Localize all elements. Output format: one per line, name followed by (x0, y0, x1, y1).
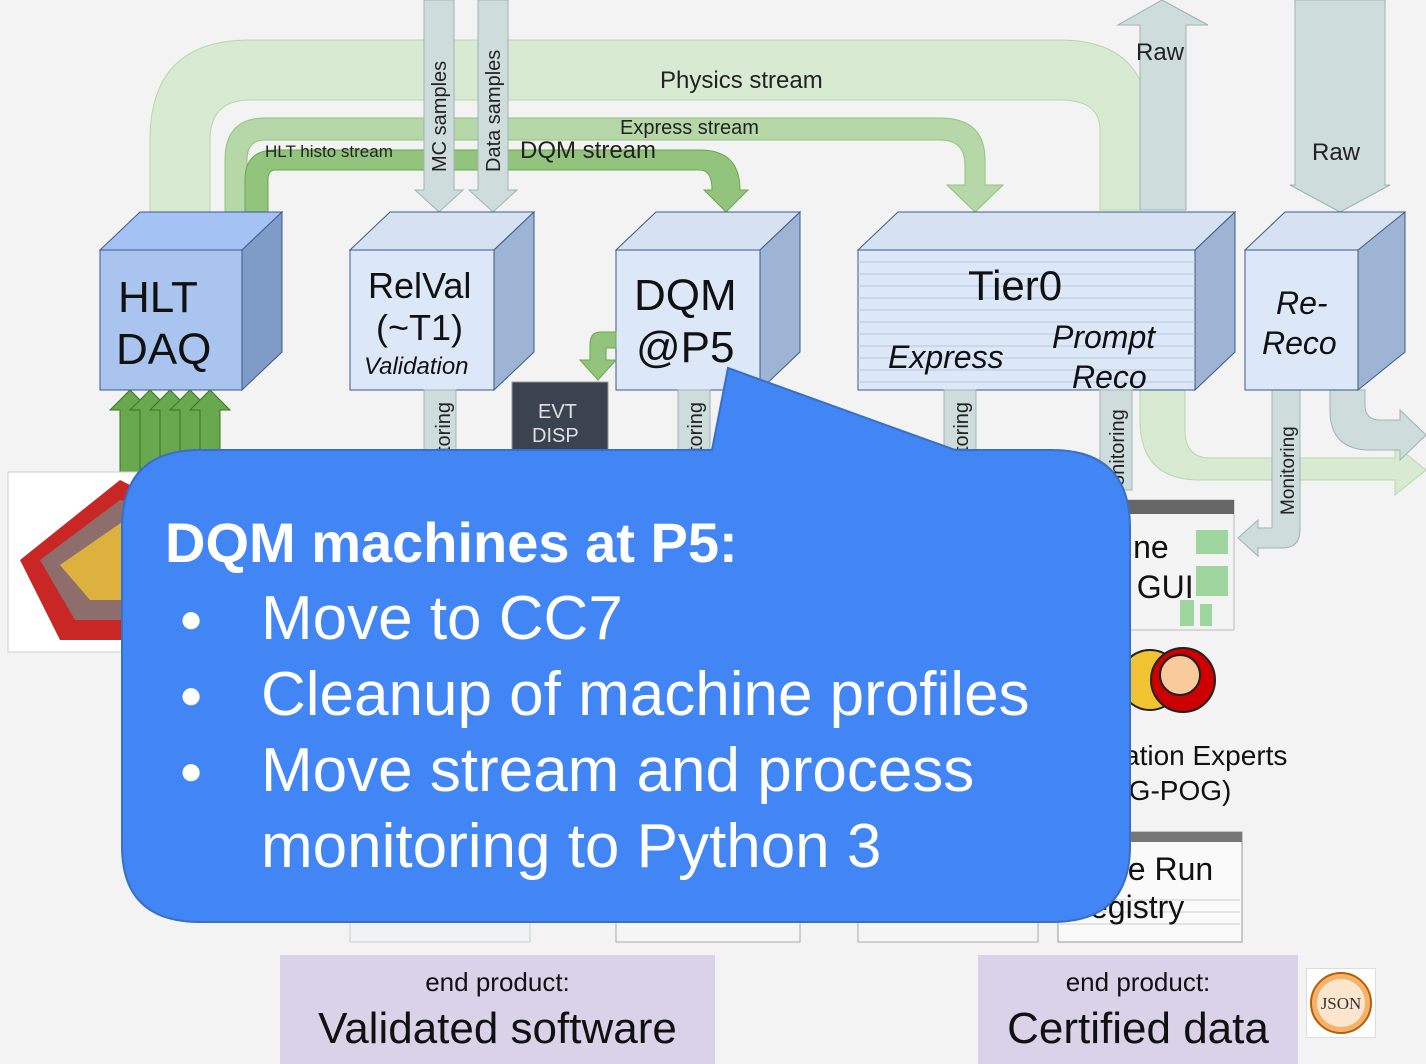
callout-bullet-text: Move to CC7 (261, 584, 623, 653)
relval-box: RelVal (~T1) Validation (348, 210, 536, 392)
callout-bubble (121, 366, 1131, 923)
tier0-title: Tier0 (968, 262, 1062, 309)
callout-bullet: ● Cleanup of machine profiles (165, 657, 1125, 733)
rereco-box: Re- Reco (1243, 210, 1407, 392)
dqm-p5-box: DQM @P5 (614, 210, 802, 392)
json-logo: JSON (1306, 968, 1376, 1038)
daq-label: DAQ (116, 325, 211, 374)
callout-bullet-text: Cleanup of machine profiles (261, 660, 1030, 729)
relval-monitoring-label: toring (433, 402, 455, 452)
callout-title: DQM machines at P5: (165, 511, 738, 574)
callout-list: ● Move to CC7 ● Cleanup of machine profile… (165, 581, 1125, 885)
end-product-value: Certified data (1007, 1004, 1269, 1053)
json-logo-text: JSON (1321, 994, 1362, 1013)
raw-up-label: Raw (1136, 39, 1185, 66)
p5-label: @P5 (636, 323, 734, 372)
bullet-dot: ● (179, 597, 204, 641)
tier0-reco-label: Reco (1072, 359, 1147, 395)
tier0-prompt-label: Prompt (1052, 319, 1156, 355)
dqm-stream-label: DQM stream (520, 137, 656, 164)
dqm-monitoring-arrow (677, 389, 711, 461)
raw-down-label: Raw (1312, 139, 1361, 166)
callout-bullet-text: Move stream and process (261, 736, 975, 805)
end-product-data: end product: Certified data (978, 955, 1298, 1064)
raw-down-arrow (1289, 0, 1391, 213)
callout-bullet-text: monitoring to Python 3 (261, 812, 882, 881)
rereco-line1: Re- (1276, 285, 1328, 321)
disp-label: DISP (532, 425, 579, 447)
end-product-software: end product: Validated software (280, 955, 715, 1064)
express-stream-band (224, 117, 1005, 216)
hlt-label: HLT (118, 273, 198, 322)
relval-label: RelVal (368, 265, 471, 306)
data-samples-label: Data samples (483, 50, 505, 172)
dqm-to-evtdisp-arrow (578, 331, 618, 381)
callout-bullet: ● Move to CC7 (165, 581, 1125, 657)
event-display-image: EVT DISP (511, 381, 609, 453)
tier0-express-monitoring-label: toring (951, 402, 973, 452)
tier0-prompt-monitoring-label: onitoring (1107, 409, 1129, 486)
tier0-table-image (857, 919, 1039, 943)
tier0-out-band (1139, 389, 1426, 497)
end-product-label: end product: (425, 967, 570, 997)
end-product-label: end product: (1065, 967, 1211, 997)
rereco-line2: Reco (1262, 325, 1337, 361)
rereco-out-band (1329, 389, 1426, 462)
hlt-histo-stream-label: HLT histo stream (265, 142, 393, 161)
experts-line1: cation Experts (1110, 740, 1287, 771)
mc-samples-label: MC samples (429, 61, 451, 172)
mc-samples-arrow (413, 0, 465, 213)
relval-table-image (349, 919, 531, 943)
experts-icon (1119, 647, 1216, 713)
relval-validation-label: Validation (364, 353, 469, 380)
physics-stream-label: Physics stream (660, 67, 823, 94)
evt-label: EVT (538, 401, 577, 423)
dqm-label: DQM (634, 271, 737, 320)
bullet-dot: ● (179, 673, 204, 717)
hlt-daq-box: HLT DAQ (98, 210, 284, 392)
detector-image (7, 471, 144, 653)
relval-monitoring-arrow (423, 389, 457, 461)
dqm-monitoring-label: toring (685, 402, 707, 452)
data-samples-arrow (467, 0, 519, 213)
rereco-monitoring-arrow (1237, 389, 1301, 558)
tier0-box: Tier0 Express Prompt Reco (856, 210, 1237, 395)
relval-t1-label: (~T1) (376, 307, 463, 348)
end-product-value: Validated software (318, 1004, 677, 1053)
callout-content: DQM machines at P5: ● Move to CC7 ● Cleanu… (165, 505, 1125, 885)
callout-bullet-continuation: monitoring to Python 3 (165, 809, 1125, 885)
callout-bullet: ● Move stream and process (165, 733, 1125, 809)
dqm-table-image (615, 919, 801, 943)
rereco-monitoring-label: Monitoring (1278, 426, 1299, 515)
bullet-dot: ● (179, 749, 204, 793)
tier0-express-label: Express (888, 339, 1004, 375)
raw-up-arrow (1116, 0, 1209, 211)
express-stream-label: Express stream (620, 117, 759, 139)
